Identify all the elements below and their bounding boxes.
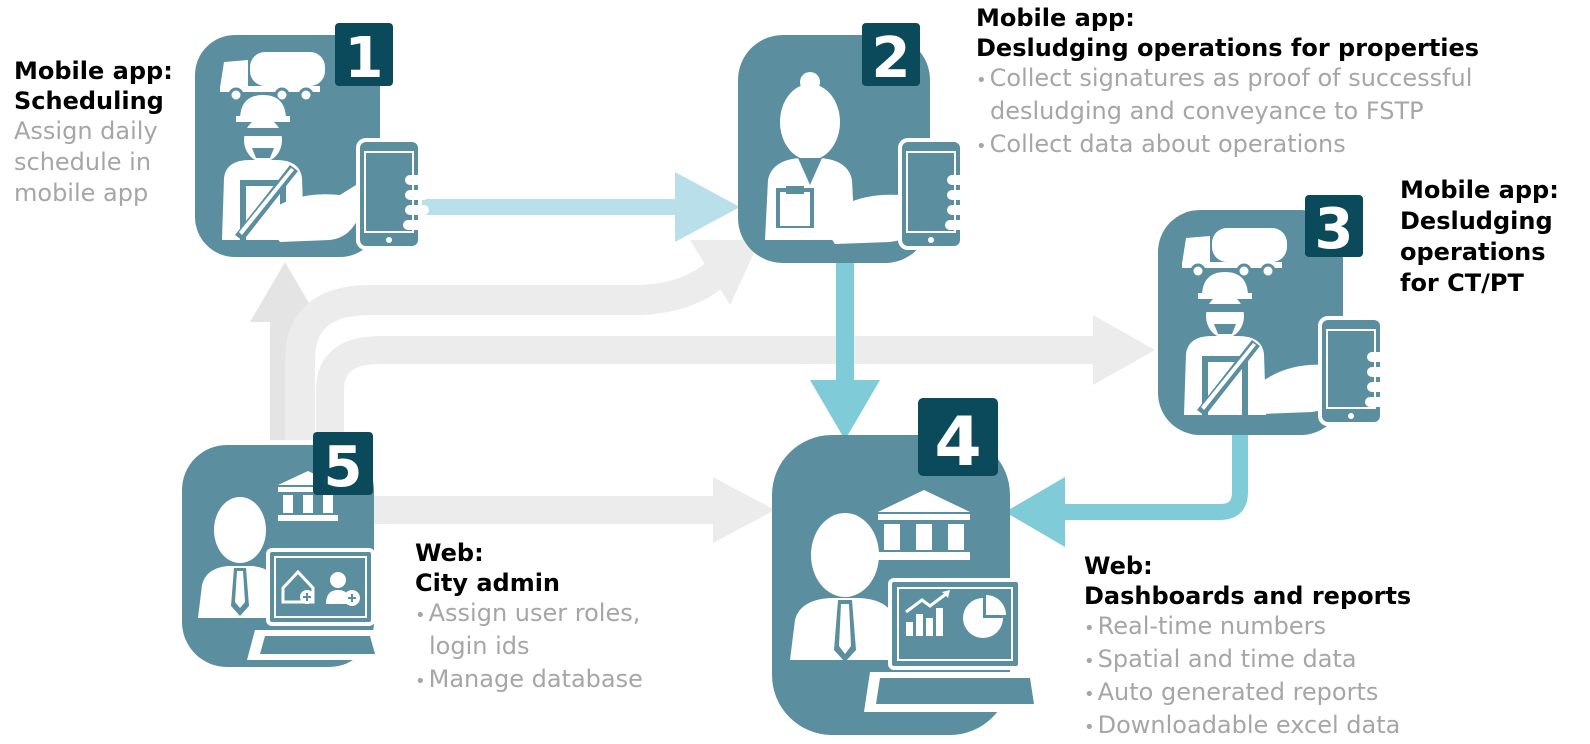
label-node-2-title-line2: Desludging operations for properties xyxy=(976,34,1480,62)
label-node-1-title-line1: Mobile app: xyxy=(14,57,173,85)
label-node-4: Web: Dashboards and reports Real-time nu… xyxy=(1084,551,1411,743)
label-node-1: Mobile app: Scheduling Assign daily sche… xyxy=(14,56,173,209)
node-3: 3 xyxy=(1158,195,1391,435)
edge-n2-n4 xyxy=(810,255,880,440)
number-badge-3 xyxy=(1305,195,1363,257)
label-node-5-bullet-1-cont: login ids xyxy=(429,632,530,660)
label-node-4-title-line1: Web: xyxy=(1084,552,1153,580)
hand-holding-phone-icon xyxy=(1250,316,1391,426)
node-1: 1 xyxy=(195,23,429,257)
number-3: 3 xyxy=(1315,197,1354,262)
edge-n5-n2 xyxy=(285,240,760,440)
number-badge-1 xyxy=(335,23,393,86)
node-5: 5 xyxy=(182,432,388,667)
number-badge-2 xyxy=(862,23,920,86)
desludging-operator-with-phone-icon xyxy=(1182,228,1287,416)
label-node-4-bullet-4: Downloadable excel data xyxy=(1084,710,1411,743)
label-node-5: Web: City admin Assign user roles, login… xyxy=(415,538,643,697)
number-badge-5 xyxy=(313,432,373,495)
number-5: 5 xyxy=(324,435,363,500)
number-badge-4 xyxy=(918,398,998,476)
label-node-4-bullet-3: Auto generated reports xyxy=(1084,677,1411,710)
hand-holding-phone-icon xyxy=(262,138,429,250)
label-node-5-bullet-1: Assign user roles, xyxy=(415,598,643,631)
label-node-2-bullet-1: Collect signatures as proof of successfu… xyxy=(976,63,1479,96)
number-1: 1 xyxy=(345,26,384,91)
label-node-2-bullet-1-cont: desludging and conveyance to FSTP xyxy=(990,97,1424,125)
desludging-operator-with-phone-icon xyxy=(220,52,325,241)
number-2: 2 xyxy=(872,26,911,91)
node-4: 4 xyxy=(772,398,1046,735)
label-node-2-bullet-2: Collect data about operations xyxy=(976,129,1479,162)
edge-n3-n4 xyxy=(1005,430,1248,547)
label-node-1-desc-line3: mobile app xyxy=(14,179,149,207)
label-node-5-bullet-2: Manage database xyxy=(415,664,643,697)
edge-n5-n3 xyxy=(316,315,1155,440)
label-node-4-bullet-1: Real-time numbers xyxy=(1084,611,1411,644)
hand-holding-phone-icon xyxy=(820,138,971,250)
label-node-3-title-line3: operations xyxy=(1400,238,1546,266)
label-node-4-bullet-2: Spatial and time data xyxy=(1084,644,1411,677)
edge-n1-n2 xyxy=(420,172,740,242)
official-with-dashboard-laptop-icon xyxy=(790,490,1046,712)
label-node-3-title-line2: Desludging xyxy=(1400,207,1553,235)
edge-n5-n4 xyxy=(370,477,775,543)
node-2: 2 xyxy=(738,23,971,263)
label-node-5-title-line1: Web: xyxy=(415,539,484,567)
label-node-1-title-line2: Scheduling xyxy=(14,87,164,115)
label-node-2: Mobile app: Desludging operations for pr… xyxy=(976,3,1479,162)
label-node-3: Mobile app: Desludging operations for CT… xyxy=(1400,175,1559,299)
label-node-3-title-line1: Mobile app: xyxy=(1400,176,1559,204)
label-node-2-title-line1: Mobile app: xyxy=(976,4,1135,32)
admin-with-user-management-laptop-icon xyxy=(198,471,388,660)
label-node-1-desc-line1: Assign daily xyxy=(14,117,158,145)
number-4: 4 xyxy=(934,403,981,482)
label-node-3-title-line4: for CT/PT xyxy=(1400,269,1524,297)
label-node-4-title-line2: Dashboards and reports xyxy=(1084,582,1412,610)
label-node-1-desc-line2: schedule in xyxy=(14,148,152,176)
label-node-5-title-line2: City admin xyxy=(415,569,561,597)
